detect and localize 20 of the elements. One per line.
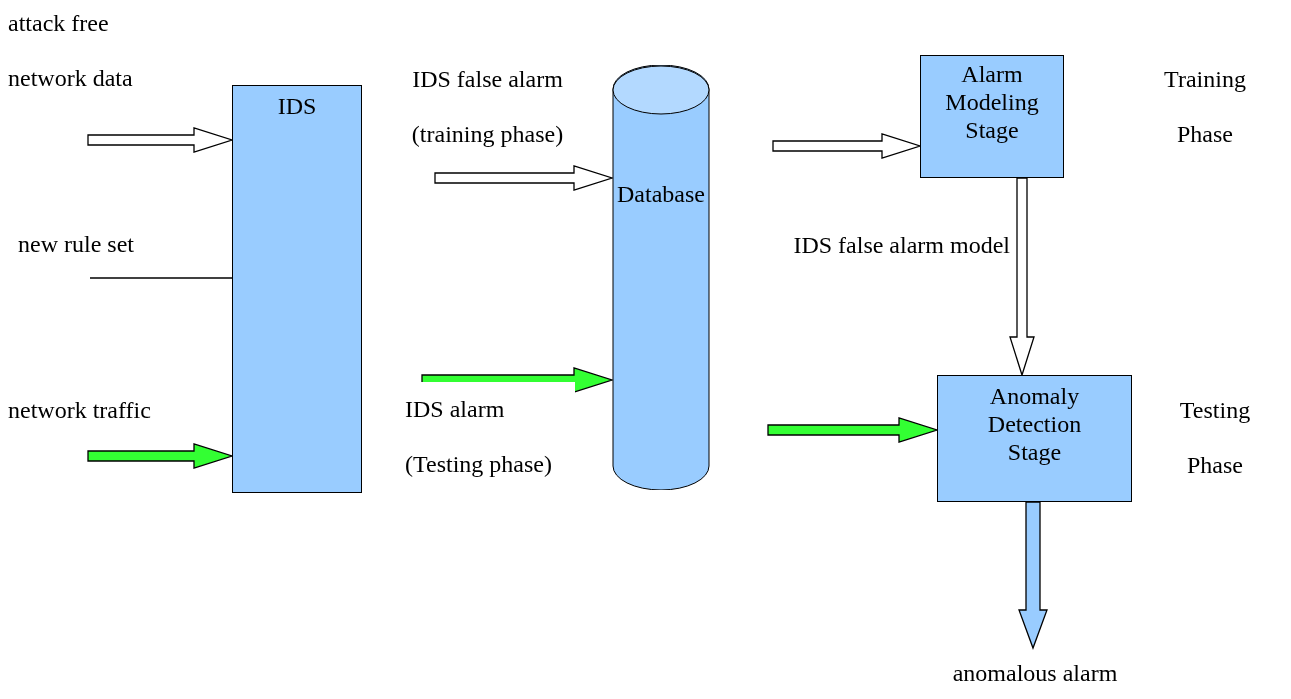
- node-label: Database: [616, 180, 706, 208]
- node-label: IDS: [276, 92, 318, 120]
- block-arrow: [87, 443, 235, 469]
- node-label: Alarm Modeling Stage: [944, 60, 1040, 144]
- block-arrow: [772, 133, 923, 159]
- block-arrow: [87, 127, 235, 153]
- block-arrow: [434, 165, 615, 191]
- connector-line: [89, 277, 233, 279]
- node-label: Anomaly Detection Stage: [986, 382, 1083, 466]
- process-box: [232, 85, 362, 493]
- text-label: Training Phase: [1163, 65, 1247, 149]
- text-label: new rule set: [18, 230, 135, 259]
- block-arrow: [767, 417, 940, 443]
- text-label: network traffic: [8, 396, 152, 425]
- text-label: Testing Phase: [1178, 396, 1252, 480]
- process-box: [937, 375, 1132, 502]
- process-box: [920, 55, 1064, 178]
- text-label: attack free network data: [8, 9, 134, 93]
- block-arrow: [1009, 177, 1035, 378]
- block-arrow: [1018, 501, 1048, 650]
